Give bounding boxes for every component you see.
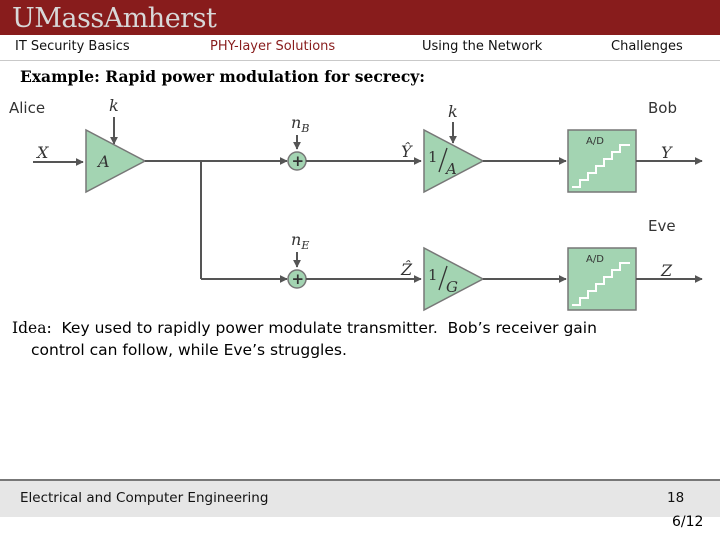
nav-item-using-the-network[interactable]: Using the Network — [422, 39, 543, 54]
footer-bar: Electrical and Computer Engineering 18 — [0, 479, 720, 517]
idea-text: Idea: Key used to rapidly power modulate… — [12, 317, 716, 361]
input-x-label: X — [35, 143, 49, 162]
slide-counter: 6/12 — [672, 514, 704, 530]
eve-gain-slash — [438, 265, 448, 291]
bob-label: Bob — [648, 99, 677, 117]
key-rx-label: k — [448, 102, 458, 121]
footer-department: Electrical and Computer Engineering — [20, 490, 269, 506]
output-y-label: Y — [661, 143, 673, 162]
footer-page-number: 18 — [667, 490, 685, 506]
adder-eve-plus: + — [292, 270, 305, 288]
z-hat-label: Ẑ — [400, 259, 413, 279]
alice-label: Alice — [9, 99, 45, 117]
y-hat-label: Ŷ — [401, 141, 413, 161]
noise-eve-label: nE — [291, 230, 309, 252]
eve-gain-den: G — [446, 278, 458, 296]
idea-line-1: Idea: Key used to rapidly power modulate… — [12, 317, 716, 339]
eve-label: Eve — [648, 217, 676, 235]
bob-rx-amplifier — [423, 128, 485, 194]
bob-gain-slash — [438, 147, 448, 173]
eve-rx-amplifier — [423, 246, 485, 312]
section-nav: IT Security Basics PHY-layer Solutions U… — [0, 35, 720, 61]
header-bar: UMassAmherst — [0, 0, 720, 35]
adder-bob-plus: + — [292, 152, 305, 170]
nav-item-it-security-basics[interactable]: IT Security Basics — [15, 39, 130, 54]
tx-gain-label: A — [96, 152, 110, 171]
key-tx-label: k — [109, 96, 119, 115]
eve-gain-num: 1 — [428, 266, 438, 284]
bob-gain-den: A — [444, 160, 457, 178]
tx-amplifier — [85, 128, 147, 194]
slide-title: Example: Rapid power modulation for secr… — [20, 67, 426, 86]
idea-line-2: control can follow, while Eve’s struggle… — [31, 341, 347, 359]
eve-adc-label: A/D — [586, 254, 604, 265]
bob-adc-staircase — [572, 144, 630, 188]
bob-gain-num: 1 — [428, 148, 438, 166]
umass-logo: UMassAmherst — [12, 3, 217, 34]
idea-line-1-text: Key used to rapidly power modulate trans… — [51, 319, 597, 337]
bob-adc-label: A/D — [586, 136, 604, 147]
nav-item-phy-layer-solutions[interactable]: PHY-layer Solutions — [210, 39, 336, 54]
idea-label: Idea: — [12, 319, 52, 337]
eve-adc-staircase — [572, 262, 630, 306]
output-z-label: Z — [660, 261, 673, 280]
noise-bob-label: nB — [291, 113, 309, 135]
power-modulation-diagram: Alice Bob Eve X k A nB + Ŷ nE + Ẑ k 1 A … — [9, 96, 703, 312]
nav-item-challenges[interactable]: Challenges — [611, 39, 683, 54]
